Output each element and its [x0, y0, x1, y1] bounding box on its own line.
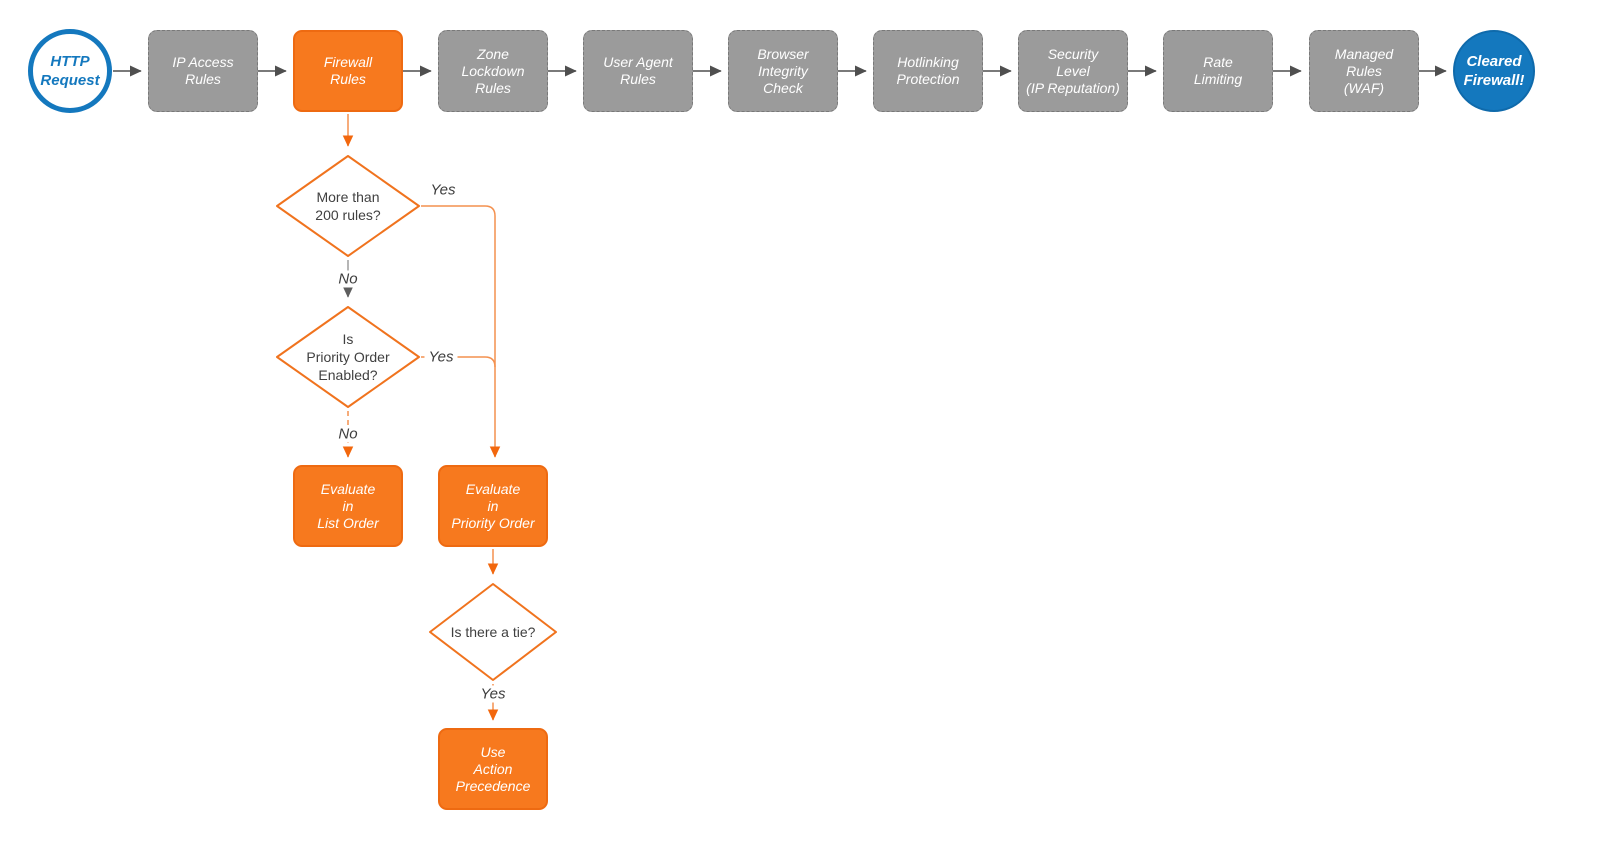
edge-decision1-yes-to-priority-order	[421, 205, 501, 458]
decision-label: Is there a tie?	[450, 624, 536, 640]
pipeline-box-browser-integrity-check: Browser Integrity Check	[728, 30, 838, 112]
pipeline-box-label: User Agent Rules	[603, 54, 673, 87]
end-node-cleared-firewall: Cleared Firewall!	[1453, 30, 1535, 112]
pipeline-box-label: IP Access Rules	[172, 54, 234, 87]
diamond-shape	[429, 583, 557, 681]
pipeline-box-label: Browser Integrity Check	[757, 45, 809, 96]
pipeline-box-label: Managed Rules (WAF)	[1334, 45, 1394, 96]
action-box-evaluate-in-priority-order: Evaluate in Priority Order	[438, 465, 548, 547]
pipeline-box-ip-access-rules: IP Access Rules	[148, 30, 258, 112]
edge-decision2-yes-join	[421, 356, 496, 368]
edge-label-decision3-yes: Yes	[476, 685, 510, 703]
edge-label-decision2-no: No	[334, 425, 362, 443]
pipeline-box-label: Zone Lockdown Rules	[461, 45, 525, 96]
pipeline-box-managed-rules-waf: Managed Rules (WAF)	[1309, 30, 1419, 112]
pipeline-box-label: Firewall Rules	[323, 54, 373, 87]
edge-label-decision1-yes: Yes	[426, 181, 460, 199]
action-box-label: Evaluate in List Order	[317, 480, 379, 531]
pipeline-box-zone-lockdown-rules: Zone Lockdown Rules	[438, 30, 548, 112]
decision-label: Is Priority Order Enabled?	[306, 331, 390, 383]
action-box-use-action-precedence: Use Action Precedence	[438, 728, 548, 810]
decision-is-there-a-tie: Is there a tie?	[428, 582, 558, 682]
pipeline-box-label: Hotlinking Protection	[896, 54, 960, 87]
pipeline-box-label: Rate Limiting	[1193, 54, 1243, 87]
start-node-label: HTTP Request	[40, 53, 100, 89]
pipeline-box-user-agent-rules: User Agent Rules	[583, 30, 693, 112]
pipeline-box-label: Security Level (IP Reputation)	[1026, 45, 1120, 96]
diamond-shape	[276, 306, 420, 408]
decision-priority-order-enabled: Is Priority Order Enabled?	[275, 305, 421, 409]
edge-label-decision1-no: No	[334, 270, 362, 288]
pipeline-box-security-level: Security Level (IP Reputation)	[1018, 30, 1128, 112]
pipeline-box-firewall-rules: Firewall Rules	[293, 30, 403, 112]
decision-label: More than 200 rules?	[315, 189, 381, 223]
edge-label-decision2-yes: Yes	[424, 348, 458, 366]
pipeline-box-hotlinking-protection: Hotlinking Protection	[873, 30, 983, 112]
action-box-label: Use Action Precedence	[455, 743, 531, 794]
end-node-label: Cleared Firewall!	[1463, 53, 1525, 89]
action-box-evaluate-in-list-order: Evaluate in List Order	[293, 465, 403, 547]
decision-more-than-200-rules: More than 200 rules?	[275, 154, 421, 258]
pipeline-box-rate-limiting: Rate Limiting	[1163, 30, 1273, 112]
start-node-http-request: HTTP Request	[28, 29, 112, 113]
diamond-shape	[276, 155, 420, 257]
action-box-label: Evaluate in Priority Order	[451, 480, 535, 531]
